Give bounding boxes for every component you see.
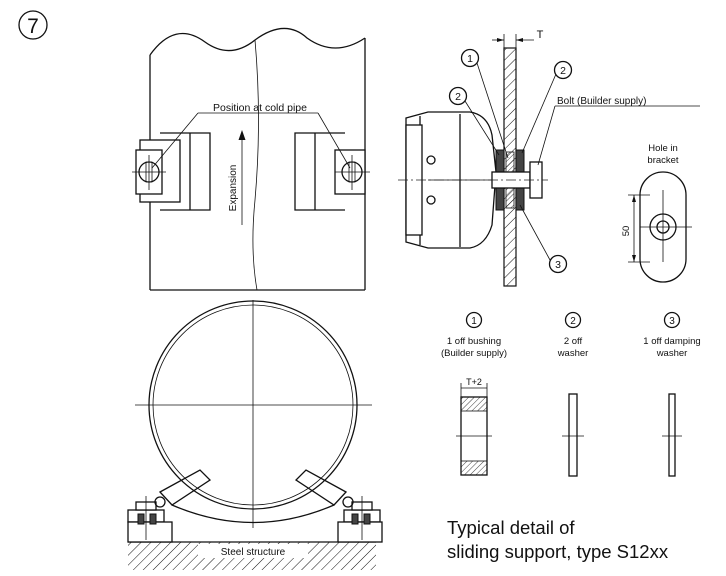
part-1-number: 1 [471, 316, 477, 327]
left-foot [127, 496, 173, 543]
label-expansion: Expansion [228, 165, 239, 212]
caption-line2: sliding support, type S12xx [447, 541, 669, 562]
callout-1: 1 [467, 53, 473, 65]
part-2-line1: 2 off [564, 336, 583, 347]
part-3-number: 3 [669, 316, 675, 327]
washer-drawing [568, 393, 578, 477]
end-view: Steel structure [127, 300, 383, 570]
part-3-line2: washer [656, 348, 688, 359]
hole-in-bracket-detail: Hole in bracket 50 [621, 143, 692, 283]
part-2: 2 2 off washer [557, 311, 589, 477]
dimension-t-plus-2: T+2 [466, 377, 482, 387]
part-3-line1: 1 off damping [643, 336, 700, 347]
parts-list: 1 1 off bushing (Builder supply) T+2 2 2… [441, 311, 701, 477]
figure-number-badge: 7 [18, 10, 48, 40]
callout-3: 3 [555, 259, 561, 271]
section-detail: T 1 2 2 3 Bolt (Builder supply) [398, 29, 700, 287]
damping-washer-drawing [668, 393, 676, 477]
dimension-t: T [537, 29, 544, 41]
label-steel-structure: Steel structure [221, 547, 286, 558]
callout-2-left: 2 [455, 91, 461, 103]
pipe-break-line [149, 27, 366, 56]
part-1: 1 1 off bushing (Builder supply) T+2 [441, 311, 507, 476]
label-hole-in-line1: Hole in [648, 143, 678, 154]
label-hole-in-line2: bracket [647, 155, 679, 166]
pipe-seam-line [252, 39, 259, 291]
expansion-arrow-icon [238, 130, 246, 140]
part-2-number: 2 [570, 316, 576, 327]
figure-number: 7 [27, 15, 39, 38]
right-foot [337, 496, 383, 543]
part-2-line2: washer [557, 348, 589, 359]
dimension-50: 50 [621, 226, 632, 237]
label-position-at-cold-pipe: Position at cold pipe [213, 102, 307, 114]
label-bolt: Bolt (Builder supply) [557, 96, 646, 107]
right-bracket [294, 132, 370, 211]
part-3: 3 1 off damping washer [643, 311, 701, 477]
elevation-view: Position at cold pipe Expansion [132, 27, 370, 291]
callout-2-right: 2 [560, 65, 566, 77]
left-bracket [132, 132, 211, 211]
part-1-line2: (Builder supply) [441, 348, 507, 359]
caption-line1: Typical detail of [447, 517, 575, 538]
part-1-line1: 1 off bushing [447, 336, 501, 347]
